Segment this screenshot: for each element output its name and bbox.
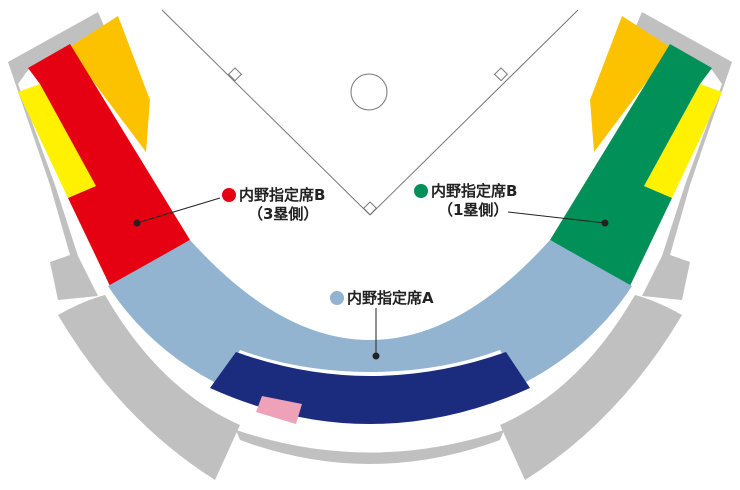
grey-stand-outer: [58, 295, 240, 480]
infield-a-section[interactable]: [108, 240, 632, 385]
infield-a-dot: [330, 291, 344, 305]
first-base-b-dot: [414, 184, 428, 198]
first-base-b-label: 内野指定席B （1塁側）: [414, 182, 517, 220]
pink-box: [256, 396, 302, 424]
outfield-orange-left: [68, 16, 150, 152]
third-base-b-section[interactable]: [28, 44, 190, 286]
infield-a-label: 内野指定席A: [330, 289, 434, 308]
third-base-b-label: 内野指定席B （3塁側）: [222, 186, 325, 224]
outfield-orange-right: [590, 16, 672, 152]
first-base-b-section[interactable]: [550, 44, 712, 286]
outfield-yellow-left: [18, 84, 96, 198]
field-lines: [161, 9, 579, 216]
leader-lines: [133, 197, 609, 360]
third-base-b-dot: [222, 188, 236, 202]
grey-stand-outer-right: [500, 295, 682, 480]
grey-stand-band: [236, 430, 504, 464]
outfield-yellow-right: [644, 84, 722, 198]
